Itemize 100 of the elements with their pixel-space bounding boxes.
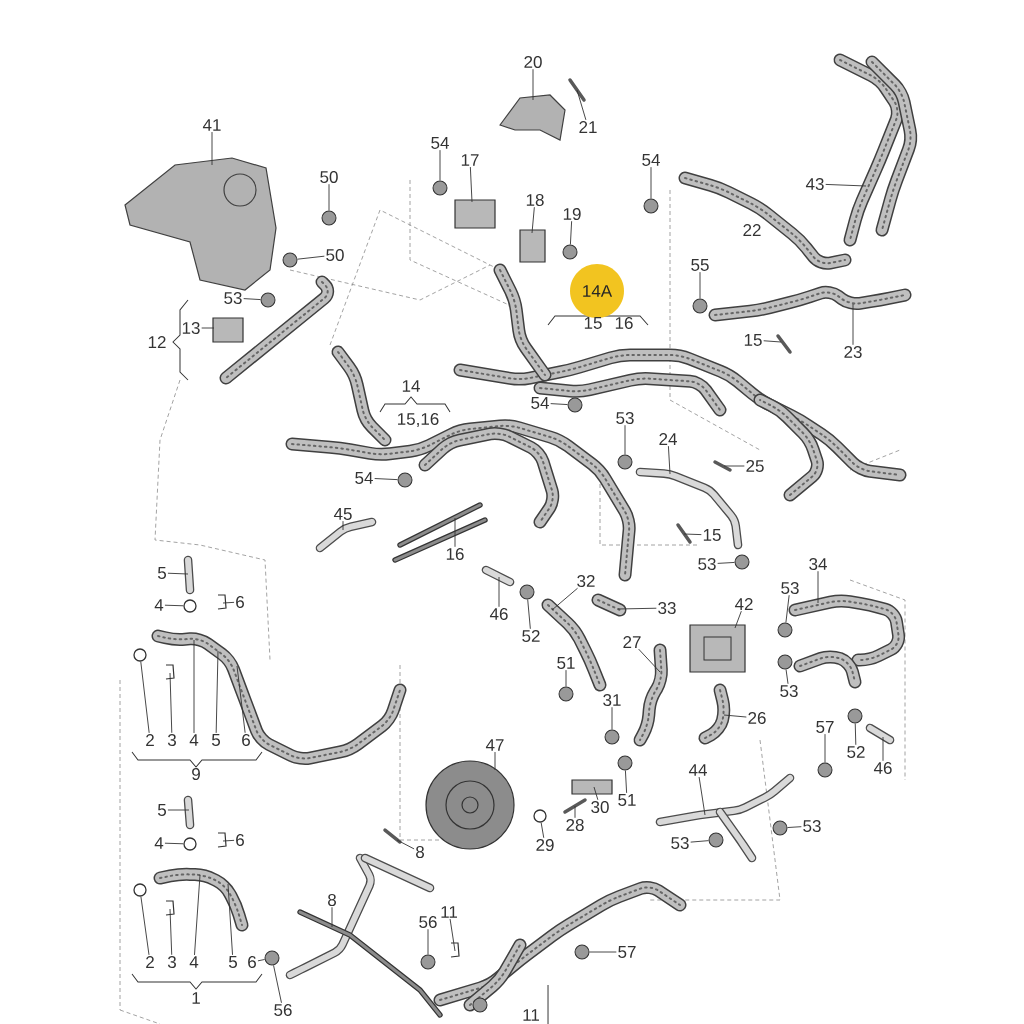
pipe-stub [865,723,895,745]
leader-line [449,918,456,952]
coolant-pipe [833,53,917,247]
callout-number: 13 [182,322,200,335]
pipe-stub [481,565,515,587]
leader-line [624,770,628,794]
leader-line [854,723,857,746]
mounting-bracket [499,94,566,141]
leader-line [527,599,531,630]
callout-number: 25 [746,460,764,473]
callout-number: 8 [328,894,336,907]
callout-number: 6 [248,956,256,969]
sensor-housing [519,229,546,263]
hose-clamp [264,950,280,966]
o-ring [183,837,197,851]
hose-clamp [692,298,708,314]
leader-line [140,896,150,956]
callout-number: 15 [584,317,602,329]
leader-line [169,672,173,734]
callout-number: 32 [577,575,595,588]
callout-number: 34 [809,558,827,571]
callout-number: 20 [524,56,542,68]
o-ring [183,599,197,613]
callout-number: 46 [489,608,508,621]
callout-number: 29 [536,839,554,852]
callout-number: 41 [202,119,221,131]
callout-number: 53 [616,412,634,425]
leader-line [882,736,884,762]
coolant-hose [708,285,912,322]
oil-cooler [689,624,746,673]
valve [454,199,496,229]
leader-line [331,906,333,928]
leader-line [222,839,235,842]
leader-line [589,951,617,953]
leader-line [396,839,415,850]
hose-clamp [519,584,535,600]
leader-line [624,424,626,455]
leader-line [717,561,735,564]
callout-number: 53 [803,820,821,833]
leader-line [576,89,587,121]
coolant-hose [698,683,731,745]
leader-line [211,131,213,166]
spring-clip [776,334,792,354]
callout-number: 55 [691,259,709,271]
callout-number: 24 [659,433,677,445]
hose-clamp [643,198,659,214]
leader-line [227,883,233,956]
leader-line [825,183,867,187]
rod [297,909,443,1018]
callout-number: 54 [355,472,373,484]
callout-number: 46 [873,762,892,775]
callout-number: 50 [326,249,344,262]
hose-clamp [734,554,750,570]
callout-number: 56 [274,1004,292,1017]
callout-number: 54 [642,154,660,166]
callout-number: 11 [441,906,457,918]
callout-number: 33 [658,602,676,615]
callout-number: 12 [148,336,166,348]
leader-line [699,271,701,299]
hose-clamp [562,244,578,260]
leader-line [194,874,201,956]
bolt [563,798,587,814]
leader-line [617,607,657,610]
leader-line [273,964,282,1004]
leader-line [222,601,235,604]
callout-number: 9 [192,768,200,781]
callout-number: 28 [566,819,584,832]
leader-line [824,733,826,763]
callout-number: 23 [844,346,862,359]
callout-number: 4 [189,956,199,968]
bolt [383,828,402,844]
callout-number: 15 [744,334,762,346]
callout-number: 45 [333,508,352,520]
leader-line [193,639,195,734]
callout-number: 53 [224,292,242,305]
leader-line [243,298,261,300]
leader-line [611,706,613,730]
callout-number: 53 [781,582,799,595]
leader-line [551,587,578,611]
callout-number: 44 [688,764,707,776]
callout-number: 52 [847,746,865,759]
spring-clip [450,942,460,958]
leader-line [690,840,709,843]
callout-number: 18 [526,194,544,206]
hose-clamp [777,654,793,670]
hose-clamp [260,292,276,308]
hose-clamp [558,686,574,702]
hose-clamp [847,708,863,724]
hose-clamp [617,454,633,470]
coolant-hose [153,867,249,932]
callout-number: 5 [157,804,166,816]
callout-number: 16 [615,317,633,330]
callout-number: 50 [320,171,338,183]
expansion-tank [124,157,277,291]
leader-line [342,520,344,531]
leader-line [236,665,246,734]
callout-number: 1 [192,992,200,1004]
leader-line [852,303,854,346]
callout-number: 6 [236,834,244,847]
leader-line [167,809,190,811]
